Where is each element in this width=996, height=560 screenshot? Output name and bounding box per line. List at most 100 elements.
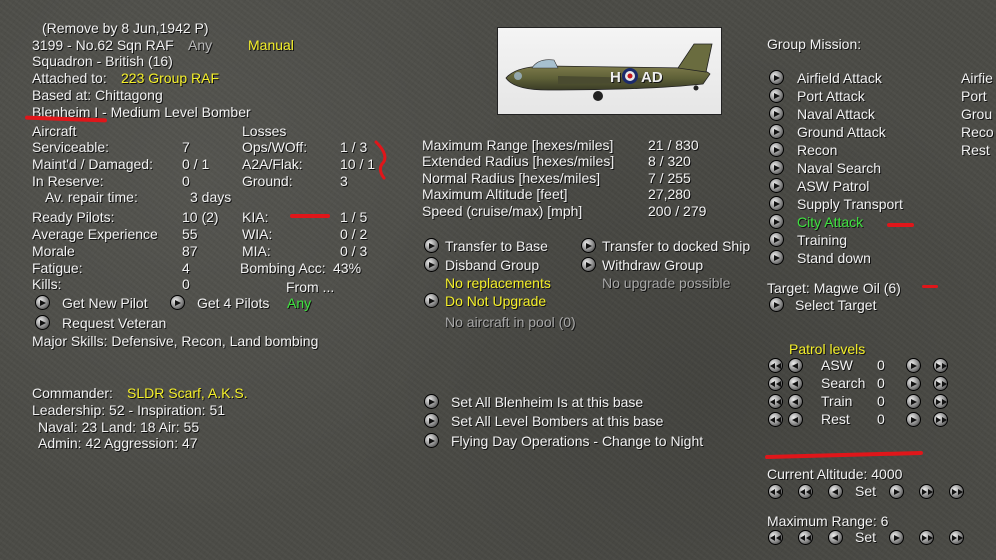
get-4-pilots-button[interactable] — [170, 295, 185, 310]
mission-airfield-attack-label[interactable]: Airfield Attack — [797, 70, 882, 86]
range-min-button[interactable] — [768, 530, 783, 545]
set-all-level-label[interactable]: Set All Level Bombers at this base — [451, 413, 664, 429]
patrol-asw-dec-button[interactable] — [788, 358, 803, 373]
request-veteran-label[interactable]: Request Veteran — [62, 315, 167, 331]
range-dec-large-button[interactable] — [798, 530, 813, 545]
patrol-search-label: Search — [821, 375, 866, 391]
select-target-button[interactable] — [769, 297, 784, 312]
altitude-set-label[interactable]: Set — [855, 483, 877, 499]
mission-city-attack-label[interactable]: City Attack — [797, 214, 864, 230]
patrol-rest-max-button[interactable] — [933, 412, 948, 427]
current-altitude-label: Current Altitude: 4000 — [767, 466, 903, 482]
commander-leadership: Leadership: 52 - Inspiration: 51 — [32, 402, 226, 418]
attached-value[interactable]: 223 Group RAF — [121, 70, 220, 86]
set-all-blenheim-label[interactable]: Set All Blenheim Is at this base — [451, 394, 644, 410]
patrol-rest-inc-button[interactable] — [906, 412, 921, 427]
altitude-inc-button[interactable] — [889, 484, 904, 499]
reserve-label: In Reserve: — [32, 173, 104, 189]
mission-supply-transport-button[interactable] — [769, 196, 784, 211]
red-bracket-mark — [374, 140, 387, 180]
withdraw-button[interactable] — [581, 257, 596, 272]
patrol-train-dec-button[interactable] — [788, 394, 803, 409]
range-max-button[interactable] — [949, 530, 964, 545]
transfer-base-button[interactable] — [424, 238, 439, 253]
altitude-dec-large-button[interactable] — [798, 484, 813, 499]
mission-naval-search-button[interactable] — [769, 160, 784, 175]
request-veteran-button[interactable] — [35, 315, 50, 330]
get-new-pilot-label[interactable]: Get New Pilot — [62, 295, 148, 311]
mission-side-item[interactable]: Airfie — [961, 70, 993, 86]
mission-city-attack-button[interactable] — [769, 214, 784, 229]
patrol-train-min-button[interactable] — [768, 394, 783, 409]
mission-stand-down-label[interactable]: Stand down — [797, 250, 871, 266]
withdraw-label[interactable]: Withdraw Group — [602, 257, 704, 273]
no-replacements[interactable]: No replacements — [445, 275, 551, 291]
ground-label: Ground: — [242, 173, 293, 189]
mission-port-attack-label[interactable]: Port Attack — [797, 88, 865, 104]
mission-naval-attack-button[interactable] — [769, 106, 784, 121]
patrol-search-max-button[interactable] — [933, 376, 948, 391]
mission-side-item[interactable]: Port — [961, 88, 987, 104]
range-dec-button[interactable] — [828, 530, 843, 545]
mission-naval-attack-label[interactable]: Naval Attack — [797, 106, 875, 122]
set-all-blenheim-button[interactable] — [424, 394, 439, 409]
mission-naval-search-label[interactable]: Naval Search — [797, 160, 882, 176]
do-not-upgrade-label[interactable]: Do Not Upgrade — [445, 293, 547, 309]
mission-side-item[interactable]: Rest — [961, 142, 990, 158]
transfer-base-label[interactable]: Transfer to Base — [445, 238, 548, 254]
patrol-train-inc-button[interactable] — [906, 394, 921, 409]
get-4-pilots-label[interactable]: Get 4 Pilots — [197, 295, 270, 311]
select-target-label[interactable]: Select Target — [795, 297, 877, 313]
mission-side-item[interactable]: Grou — [961, 106, 993, 122]
set-all-level-button[interactable] — [424, 413, 439, 428]
altitude-inc-large-button[interactable] — [919, 484, 934, 499]
unit-any: Any — [188, 37, 213, 53]
mission-ground-attack-label[interactable]: Ground Attack — [797, 124, 886, 140]
altitude-max-button[interactable] — [949, 484, 964, 499]
mission-training-button[interactable] — [769, 232, 784, 247]
mission-stand-down-button[interactable] — [769, 250, 784, 265]
unit-id-name: 3199 - No.62 Sqn RAF — [32, 37, 174, 53]
mission-recon-button[interactable] — [769, 142, 784, 157]
mission-supply-transport-label[interactable]: Supply Transport — [797, 196, 903, 212]
patrol-search-min-button[interactable] — [768, 376, 783, 391]
patrol-rest-dec-button[interactable] — [788, 412, 803, 427]
get-new-pilot-button[interactable] — [35, 295, 50, 310]
mission-asw-patrol-button[interactable] — [769, 178, 784, 193]
from-text: From ... — [286, 279, 335, 295]
do-not-upgrade-button[interactable] — [424, 293, 439, 308]
altitude-dec-button[interactable] — [828, 484, 843, 499]
transfer-ship-button[interactable] — [581, 238, 596, 253]
commander-name[interactable]: SLDR Scarf, A.K.S. — [127, 385, 248, 401]
patrol-asw-max-button[interactable] — [933, 358, 948, 373]
patrol-asw-inc-button[interactable] — [906, 358, 921, 373]
mia-value: 0 / 3 — [340, 243, 368, 259]
pilots-any[interactable]: Any — [287, 295, 312, 311]
mission-ground-attack-button[interactable] — [769, 124, 784, 139]
mission-side-item[interactable]: Reco — [961, 124, 994, 140]
flying-day-label[interactable]: Flying Day Operations - Change to Night — [451, 433, 704, 449]
mission-port-attack-button[interactable] — [769, 88, 784, 103]
transfer-ship-label[interactable]: Transfer to docked Ship — [602, 238, 751, 254]
mission-training-label[interactable]: Training — [797, 232, 848, 248]
mission-asw-patrol-label[interactable]: ASW Patrol — [797, 178, 870, 194]
unit-mode-manual[interactable]: Manual — [248, 37, 294, 53]
range-set-label[interactable]: Set — [855, 529, 877, 545]
fatigue-value: 4 — [182, 260, 190, 276]
no-upgrade-possible: No upgrade possible — [602, 275, 731, 291]
patrol-search-inc-button[interactable] — [906, 376, 921, 391]
disband-label[interactable]: Disband Group — [445, 257, 540, 273]
patrol-rest-min-button[interactable] — [768, 412, 783, 427]
altitude-min-button[interactable] — [768, 484, 783, 499]
disband-button[interactable] — [424, 257, 439, 272]
group-mission-header: Group Mission: — [767, 36, 862, 52]
range-inc-button[interactable] — [889, 530, 904, 545]
flying-day-button[interactable] — [424, 433, 439, 448]
mission-airfield-attack-button[interactable] — [769, 70, 784, 85]
patrol-asw-min-button[interactable] — [768, 358, 783, 373]
patrol-search-dec-button[interactable] — [788, 376, 803, 391]
patrol-train-max-button[interactable] — [933, 394, 948, 409]
range-inc-large-button[interactable] — [919, 530, 934, 545]
based-at: Based at: Chittagong — [32, 87, 163, 103]
mission-recon-label[interactable]: Recon — [797, 142, 838, 158]
